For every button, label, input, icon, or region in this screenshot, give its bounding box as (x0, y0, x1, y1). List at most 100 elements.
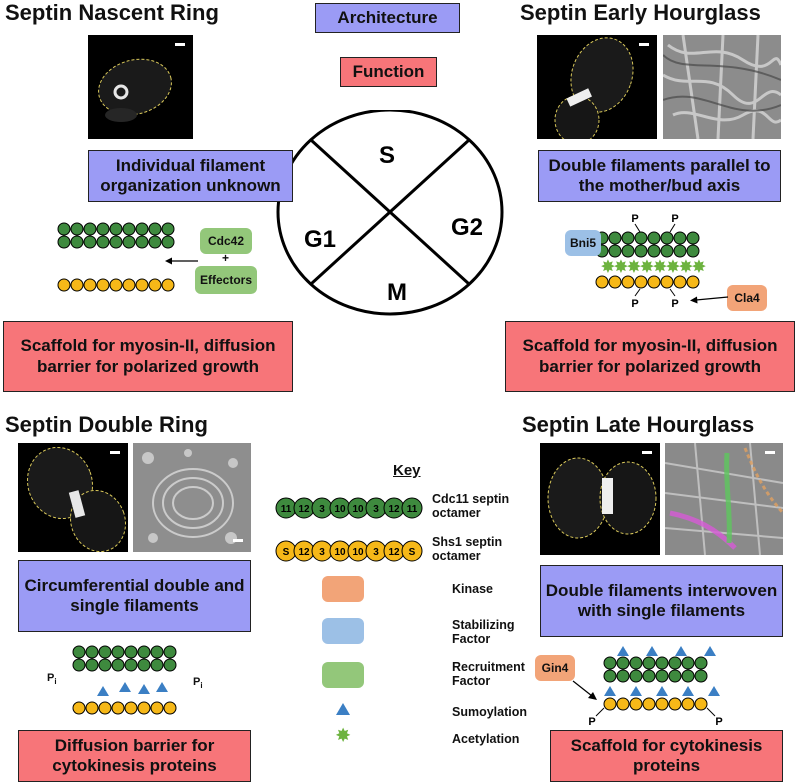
early-filament-diagram: P P ✸✸✸✸✸✸✸✸ P P (595, 213, 706, 310)
double-architecture-box: Circumferential double and single filame… (18, 560, 251, 632)
nascent-function-text: Scaffold for myosin-II, diffusion barrie… (20, 336, 276, 376)
nascent-function-box: Scaffold for myosin-II, diffusion barrie… (3, 321, 293, 392)
key-kinase-swatch (322, 576, 364, 602)
key-sumoylation-label: Sumoylation (452, 705, 528, 719)
phase-m-label: M (387, 279, 407, 306)
cdc11-bead-label: 11 (407, 504, 418, 515)
double-function-box: Diffusion barrier for cytokinesis protei… (18, 730, 251, 782)
key-recruitment-swatch (322, 662, 364, 688)
cdc11-bead-label: 10 (334, 504, 346, 515)
pi-letter: P (47, 672, 55, 684)
pi-subscript: i (200, 681, 203, 691)
nascent-architecture-box: Individual filament organization unknown (88, 150, 293, 202)
bni5-label: Bni5 (569, 236, 596, 250)
shs1-bead-label: 10 (352, 547, 364, 558)
function-legend-box: Function (340, 57, 437, 87)
phase-s-label: S (379, 142, 395, 169)
early-architecture-text: Double filaments parallel to the mother/… (548, 155, 771, 195)
late-function-box: Scaffold for cytokinesis proteins (550, 730, 783, 782)
effectors-label: Effectors (199, 273, 252, 287)
gin4-chip: Gin4 (535, 655, 575, 681)
shs1-bead-label: S (409, 547, 416, 558)
double-ring-em-image (133, 443, 251, 552)
svg-text:✸: ✸ (652, 259, 667, 276)
double-ring-title: Septin Double Ring (5, 412, 208, 437)
early-hourglass-em-image (663, 35, 781, 139)
early-function-box: Scaffold for myosin-II, diffusion barrie… (505, 321, 795, 392)
cdc11-bead-label: 10 (352, 504, 364, 515)
bni5-chip: Bni5 (565, 230, 601, 256)
key-acetylation-icon: ✸ (336, 726, 351, 745)
late-hourglass-title: Septin Late Hourglass (522, 412, 755, 437)
cdc11-bead-label: 11 (281, 504, 292, 515)
gin4-arrow (572, 680, 597, 700)
cla4-chip: Cla4 (727, 285, 767, 311)
key-shs1-octamer: S 12 3 10 10 3 12 S (275, 540, 423, 562)
double-filament-diagram (72, 645, 177, 715)
shs1-bead-label: S (283, 547, 290, 558)
double-architecture-text: Circumferential double and single filame… (24, 575, 245, 615)
gin4-label: Gin4 (541, 661, 569, 675)
key-sumoylation-icon (336, 703, 350, 715)
p-label: P (671, 298, 678, 310)
p-label: P (671, 213, 678, 225)
late-filament-diagram: P P (588, 646, 723, 727)
early-hourglass-micrograph (537, 35, 657, 139)
late-hourglass-em-image (665, 443, 783, 555)
cdc11-bead-label: 3 (373, 504, 379, 515)
late-function-text: Scaffold for cytokinesis proteins (570, 735, 763, 775)
key-acetylation-label: Acetylation (452, 732, 520, 746)
phosphate-right-label: Pi (193, 676, 203, 690)
nascent-ring-title: Septin Nascent Ring (5, 0, 219, 25)
key-stabilizing-label: Stabilizing Factor (452, 618, 515, 647)
shs1-bead-label: 10 (334, 547, 346, 558)
svg-text:✸: ✸ (600, 259, 615, 276)
shs1-bead-label: 3 (373, 547, 379, 558)
svg-text:✸: ✸ (626, 259, 641, 276)
shs1-bead-label: 12 (298, 547, 310, 558)
architecture-label: Architecture (337, 7, 438, 27)
double-function-text: Diffusion barrier for cytokinesis protei… (52, 735, 217, 775)
cell-cycle-diagram: S G1 G2 M (276, 110, 504, 316)
svg-text:✸: ✸ (639, 259, 654, 276)
effectors-chip: Effectors (195, 266, 257, 294)
early-architecture-box: Double filaments parallel to the mother/… (538, 150, 781, 202)
early-hourglass-title: Septin Early Hourglass (520, 0, 761, 25)
svg-text:✸: ✸ (665, 259, 680, 276)
cdc11-bead-label: 12 (388, 504, 400, 515)
svg-text:✸: ✸ (613, 259, 628, 276)
key-title: Key (393, 462, 421, 479)
p-label: P (631, 298, 638, 310)
architecture-legend-box: Architecture (315, 3, 460, 33)
cdc42-label: Cdc42 (207, 234, 245, 248)
nascent-architecture-text: Individual filament organization unknown (100, 155, 281, 195)
nascent-ring-micrograph (88, 35, 193, 139)
phase-g1-label: G1 (304, 226, 336, 253)
cdc11-bead-label: 12 (298, 504, 310, 515)
cla4-arrow (690, 296, 729, 304)
cdc42-chip: Cdc42 (200, 228, 252, 254)
early-function-text: Scaffold for myosin-II, diffusion barrie… (522, 336, 778, 376)
key-stabilizing-swatch (322, 618, 364, 644)
function-label: Function (352, 61, 425, 81)
plus-sign: + (222, 251, 230, 265)
phosphate-left-label: Pi (47, 672, 57, 686)
shs1-bead-label: 12 (388, 547, 400, 558)
p-label: P (588, 716, 595, 727)
key-cdc11-label: Cdc11 septin octamer (432, 492, 510, 521)
cdc11-bead-label: 3 (319, 504, 325, 515)
cla4-label: Cla4 (734, 291, 760, 305)
svg-text:✸: ✸ (691, 259, 706, 276)
cell-cycle-divider (309, 138, 471, 286)
late-architecture-text: Double filaments interwoven with single … (545, 580, 778, 620)
late-architecture-box: Double filaments interwoven with single … (540, 565, 783, 637)
phase-g2-label: G2 (451, 214, 483, 241)
shs1-bead-label: 3 (319, 547, 325, 558)
svg-text:✸: ✸ (678, 259, 693, 276)
pi-letter: P (193, 676, 201, 688)
key-cdc11-octamer: 11 12 3 10 10 3 12 11 (275, 497, 423, 519)
p-label: P (631, 213, 638, 225)
double-ring-micrograph (18, 443, 128, 552)
p-label: P (715, 716, 722, 727)
key-kinase-label: Kinase (452, 582, 493, 596)
